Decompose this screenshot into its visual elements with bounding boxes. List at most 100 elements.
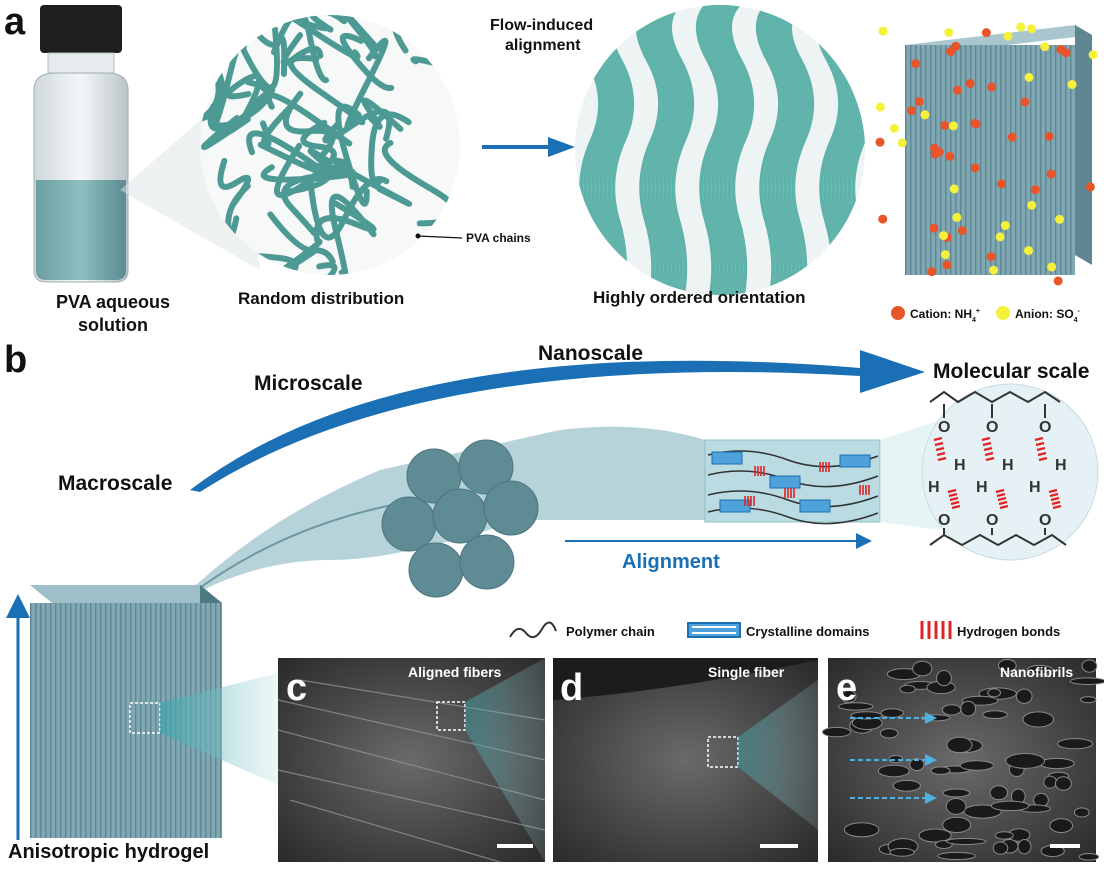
pva-chain — [308, 15, 348, 33]
anion-dot — [1027, 200, 1037, 210]
cation-dot — [1056, 44, 1066, 54]
sem-panel-d: d Single fiber — [553, 658, 818, 862]
cation-dot — [1085, 182, 1095, 192]
scale-bar — [497, 844, 533, 848]
anion-dot — [1000, 220, 1010, 230]
pore — [992, 841, 1009, 855]
pore — [909, 758, 925, 772]
cation-dot — [957, 226, 967, 236]
pore — [1026, 664, 1053, 675]
crystalline-domain-icon — [687, 622, 741, 638]
panel-c-title: Aligned fibers — [408, 664, 502, 680]
anion-dot — [1026, 24, 1036, 34]
fiber-bundle — [175, 426, 881, 605]
oxygen-atom: O — [938, 419, 950, 436]
vial-caption-1: PVA aqueous — [56, 292, 170, 312]
aligned-chain — [659, 5, 686, 295]
pva-chain — [280, 32, 324, 67]
pore — [945, 797, 967, 815]
oxygen-atom: O — [986, 419, 998, 436]
pva-chain — [261, 15, 361, 60]
cation-dot — [945, 151, 955, 161]
cation-dot — [1007, 132, 1017, 142]
pore — [1005, 753, 1046, 769]
pva-chain — [259, 15, 332, 32]
cation-dot — [914, 97, 924, 107]
alignment-label: Alignment — [622, 551, 720, 573]
pore — [912, 660, 933, 677]
pore — [989, 785, 1009, 801]
vial-icon — [33, 5, 129, 283]
aligned-chain — [787, 5, 814, 295]
pore — [1073, 807, 1090, 818]
pore — [892, 779, 921, 792]
aligned-chain — [667, 5, 694, 295]
aligned-chain — [771, 5, 798, 295]
random-chains-circle — [200, 15, 460, 275]
pva-chain — [335, 103, 370, 207]
aligned-chain — [719, 5, 746, 295]
pore — [946, 837, 987, 845]
sem-panel-c: c Aligned fibers — [277, 658, 546, 863]
anion-dot — [878, 26, 888, 36]
cation-dot — [997, 179, 1007, 189]
pore — [899, 684, 916, 694]
aligned-chain — [779, 5, 806, 295]
structure-legend: Polymer chain Crystalline domains Hydrog… — [509, 621, 1060, 639]
cation-dot — [970, 118, 980, 128]
pore — [936, 669, 952, 687]
aligned-chain — [703, 5, 730, 295]
pore — [1043, 775, 1058, 789]
anion-icon — [996, 306, 1010, 320]
aligned-chain — [715, 5, 742, 295]
cation-dot — [942, 260, 952, 270]
aligned-chain — [647, 5, 674, 295]
crystalline-domain — [769, 475, 801, 489]
cation-dot — [965, 78, 975, 88]
scale-bar — [760, 844, 798, 848]
scale-arrow-icon — [190, 350, 925, 492]
oxygen-atom: O — [986, 512, 998, 529]
pore — [889, 847, 915, 857]
pore — [959, 760, 995, 771]
cation-dot — [878, 214, 888, 224]
pore — [918, 828, 952, 843]
hydrogen-atom: H — [1055, 457, 1067, 474]
pore — [837, 702, 874, 711]
pore — [1039, 757, 1075, 770]
anion-dot — [1067, 80, 1077, 90]
aligned-chain — [643, 5, 670, 295]
pore — [879, 728, 899, 739]
hydrogen-atom: H — [1029, 479, 1041, 496]
cation-dot — [940, 120, 950, 130]
anion-dot — [1003, 31, 1013, 41]
pore — [843, 822, 880, 838]
aligned-chain — [663, 5, 690, 295]
pore — [982, 710, 1008, 719]
pva-chain — [313, 200, 377, 243]
hydrogen-atom: H — [954, 457, 966, 474]
hydrogen-bonds-label: Hydrogen bonds — [957, 624, 1060, 639]
cation-dot — [1044, 131, 1054, 141]
cation-dot — [875, 137, 885, 147]
cation-dot — [1046, 169, 1056, 179]
cation-icon — [891, 306, 905, 320]
pva-chain — [207, 79, 271, 132]
anion-dot — [939, 231, 949, 241]
pore — [937, 851, 976, 861]
nanoscale-label: Nanoscale — [538, 342, 643, 365]
pva-chain — [281, 174, 318, 236]
anion-dot — [949, 184, 959, 194]
cation-dot — [1053, 276, 1063, 286]
pva-chain — [225, 15, 280, 91]
pore — [942, 816, 972, 834]
panel-e-title: Nanofibrils — [1000, 664, 1073, 680]
anion-dot — [1040, 42, 1050, 52]
oxygen-atom: O — [1039, 512, 1051, 529]
pva-chain — [331, 157, 413, 207]
pva-chains-pointer — [417, 235, 463, 239]
pore — [930, 766, 951, 775]
anion-dot — [995, 232, 1005, 242]
pore — [960, 700, 977, 717]
